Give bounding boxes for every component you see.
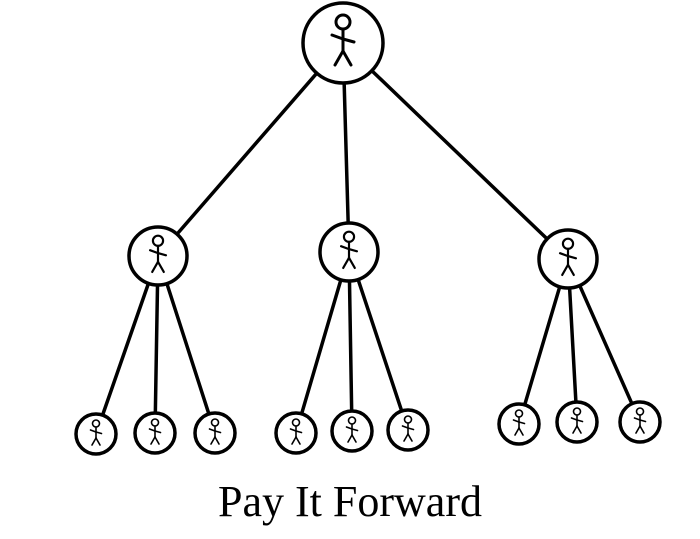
- stick-figure-icon: [339, 230, 359, 270]
- tree-node-right: [537, 228, 599, 290]
- stick-figure-left-leg: [333, 49, 345, 67]
- stick-figure-left-leg: [514, 427, 520, 436]
- stick-figure-left-leg: [342, 256, 351, 270]
- stick-figure-right-leg: [341, 49, 353, 67]
- stick-figure-icon: [570, 407, 584, 434]
- stick-figure-right-leg: [576, 425, 582, 434]
- stick-figure-right-arm: [347, 248, 359, 253]
- tree-node-root: [301, 1, 385, 85]
- tree-node-left: [127, 225, 189, 287]
- stick-figure-right-leg: [518, 427, 524, 436]
- tree-node-right-2: [555, 400, 599, 444]
- tree-edges: [100, 68, 634, 417]
- stick-figure-left-arm: [148, 428, 156, 432]
- stick-figure-icon: [289, 418, 303, 445]
- stick-figure-right-leg: [351, 434, 357, 443]
- edge-right-right-3: [577, 283, 634, 406]
- edge-root-middle: [342, 81, 350, 225]
- stick-figure-icon: [330, 13, 356, 67]
- stick-figure-icon: [633, 407, 647, 434]
- tree-node-right-1: [497, 402, 541, 446]
- stick-figure-left-arm: [345, 426, 353, 430]
- tree-node-middle: [318, 221, 380, 283]
- stick-figure-left-arm: [289, 428, 297, 432]
- stick-figure-icon: [89, 419, 103, 446]
- stick-figure-left-leg: [151, 260, 160, 274]
- stick-figure-right-leg: [347, 256, 356, 270]
- edge-middle-middle-1: [299, 278, 343, 416]
- stick-figure-right-arm: [341, 37, 356, 44]
- stick-figure-right-leg: [154, 436, 160, 445]
- tree-node-middle-1: [274, 411, 318, 455]
- stick-figure-left-arm: [148, 249, 160, 255]
- stick-figure-icon: [208, 418, 222, 445]
- stick-figure-right-arm: [156, 252, 168, 257]
- stick-figure-left-leg: [572, 425, 578, 434]
- stick-figure-icon: [512, 409, 526, 436]
- stick-figure-right-arm: [639, 419, 647, 423]
- edge-root-right: [370, 68, 549, 241]
- stick-figure-right-leg: [156, 260, 165, 274]
- edge-middle-middle-3: [356, 277, 404, 413]
- stick-figure-left-leg: [403, 433, 409, 442]
- stick-figure-right-arm: [214, 430, 222, 434]
- edge-right-right-2: [567, 286, 578, 404]
- stick-figure-left-arm: [558, 252, 570, 258]
- tree-nodes: [74, 1, 662, 456]
- stick-figure-icon: [558, 237, 578, 277]
- stick-figure-left-leg: [91, 437, 97, 446]
- stick-figure-left-leg: [291, 436, 297, 445]
- diagram-caption: Pay It Forward: [218, 477, 482, 526]
- stick-figure-left-leg: [150, 436, 156, 445]
- stick-figure-right-arm: [154, 430, 162, 434]
- tree-node-left-3: [193, 411, 237, 455]
- stick-figure-right-leg: [214, 436, 220, 445]
- stick-figure-left-arm: [401, 425, 409, 429]
- stick-figure-right-arm: [566, 255, 578, 260]
- stick-figure-right-leg: [639, 425, 645, 434]
- stick-figure-right-arm: [576, 419, 584, 423]
- edge-root-left: [175, 71, 319, 236]
- stick-figure-right-arm: [95, 431, 103, 435]
- stick-figure-right-leg: [566, 263, 575, 277]
- edge-middle-middle-2: [347, 279, 354, 413]
- stick-figure-left-arm: [570, 417, 578, 421]
- edge-left-left-2: [153, 283, 160, 415]
- edge-right-right-1: [522, 285, 562, 407]
- tree-node-right-3: [618, 400, 662, 444]
- stick-figure-right-leg: [95, 437, 101, 446]
- stick-figure-left-arm: [339, 245, 351, 251]
- stick-figure-left-arm: [89, 429, 97, 433]
- stick-figure-left-leg: [635, 425, 641, 434]
- tree-node-middle-2: [330, 409, 374, 453]
- stick-figure-left-arm: [512, 419, 520, 423]
- stick-figure-icon: [148, 418, 162, 445]
- stick-figure-left-leg: [210, 436, 216, 445]
- stick-figure-right-arm: [295, 430, 303, 434]
- stick-figure-left-arm: [208, 428, 216, 432]
- tree-node-middle-3: [386, 408, 430, 452]
- stick-figure-left-arm: [633, 417, 641, 421]
- stick-figure-right-arm: [518, 421, 526, 425]
- stick-figure-icon: [345, 416, 359, 443]
- tree-node-left-1: [74, 412, 118, 456]
- stick-figure-right-arm: [351, 428, 359, 432]
- stick-figure-right-leg: [295, 436, 301, 445]
- stick-figure-right-leg: [407, 433, 413, 442]
- stick-figure-icon: [401, 415, 415, 442]
- edge-left-left-3: [165, 281, 211, 416]
- tree-node-left-2: [133, 411, 177, 455]
- stick-figure-icon: [148, 234, 168, 274]
- stick-figure-left-leg: [561, 263, 570, 277]
- stick-figure-left-arm: [330, 33, 345, 41]
- stick-figure-right-arm: [407, 427, 415, 431]
- edge-left-left-1: [100, 281, 151, 417]
- stick-figure-left-leg: [347, 434, 353, 443]
